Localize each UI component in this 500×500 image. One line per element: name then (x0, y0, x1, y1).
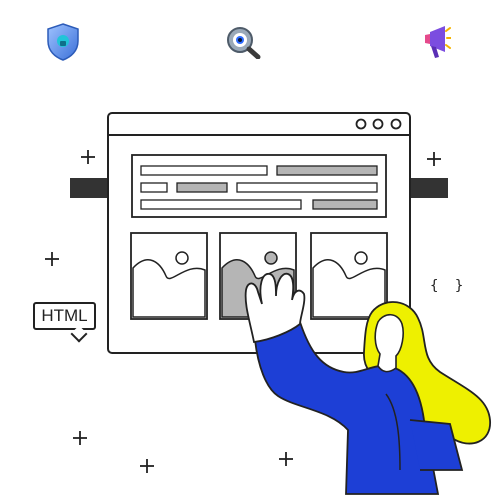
window-dot (355, 118, 367, 130)
plus-icon (45, 150, 441, 473)
eye-search-icon[interactable] (222, 20, 266, 64)
code-braces-icon: { } (430, 278, 468, 294)
person-body (254, 320, 440, 495)
image-card (310, 232, 388, 320)
person-hand (244, 272, 306, 343)
person-face (374, 313, 404, 373)
html-tag-badge: HTML (33, 302, 96, 330)
window-dot (390, 118, 402, 130)
shield-icon[interactable] (41, 20, 85, 64)
image-card (130, 232, 208, 320)
megaphone-icon[interactable] (414, 20, 458, 64)
left-bar (70, 178, 112, 198)
window-dot (372, 118, 384, 130)
right-bar (408, 178, 448, 198)
